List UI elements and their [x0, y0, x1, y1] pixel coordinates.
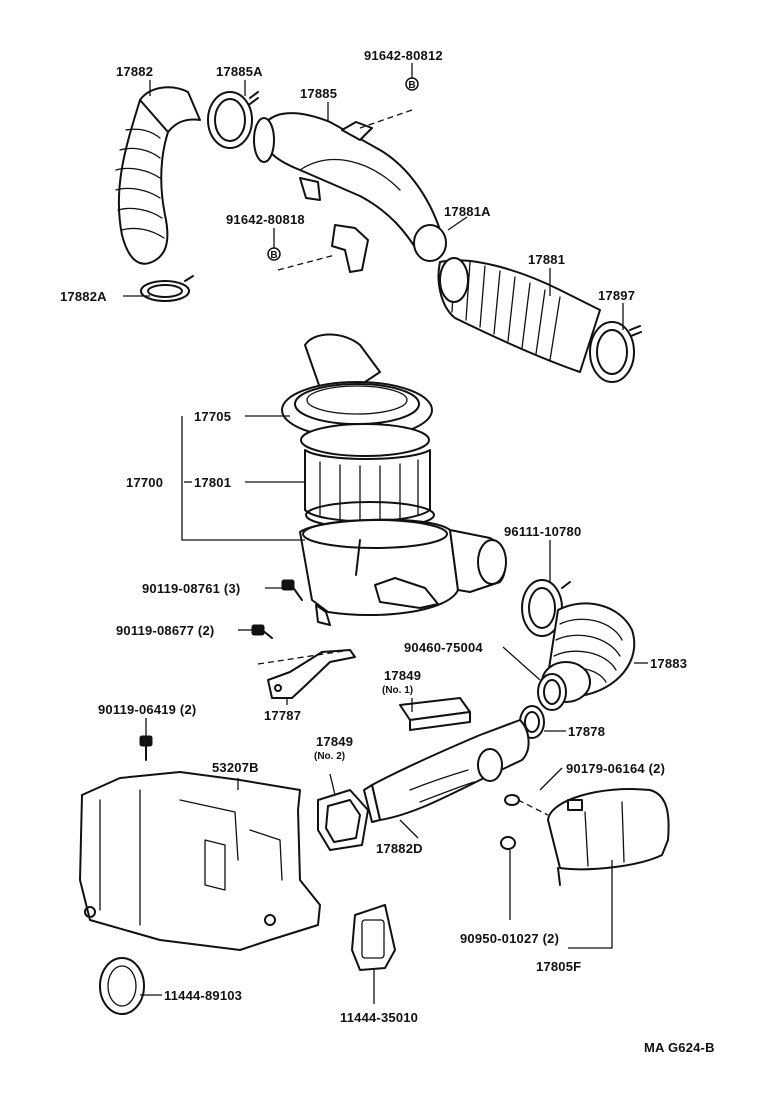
dash-ref-bracket [257, 649, 351, 665]
part-17787-bracket [267, 649, 356, 699]
part-96111-10780-clamp [521, 579, 571, 637]
part-90460-75004-clamp [537, 673, 567, 711]
part-17882d-duct [363, 719, 530, 823]
bolt-90119-08677 [251, 624, 273, 639]
label-90119-08677: 90119-08677 (2) [116, 623, 214, 638]
part-17801-element [300, 423, 435, 529]
label-90460-75004: 90460-75004 [404, 640, 483, 655]
svg-text:B: B [408, 80, 415, 91]
label-96111-10780: 96111-10780 [504, 524, 581, 539]
label-17881: 17881 [528, 252, 565, 267]
part-17897-clamp [589, 321, 642, 383]
part-17882a-clamp [140, 275, 194, 302]
label-17897: 17897 [598, 288, 635, 303]
part-air-cleaner-case [299, 518, 507, 626]
label-17849-no2: 17849 [316, 734, 353, 749]
label-17849-no1-sub: (No. 1) [382, 685, 413, 696]
ref-marker-b-top: B [405, 77, 419, 91]
label-17882a: 17882A [60, 289, 107, 304]
grommet-90179-06164 [504, 794, 520, 806]
part-17705-cap [281, 333, 433, 439]
label-90119-06419: 90119-06419 (2) [98, 702, 196, 717]
label-90950-01027: 90950-01027 (2) [460, 931, 559, 946]
label-17700: 17700 [126, 475, 163, 490]
label-17878: 17878 [568, 724, 605, 739]
part-17885a-clamp [207, 91, 259, 149]
bolt-90119-06419 [139, 735, 153, 761]
part-17849-no2-seal [317, 789, 369, 851]
leader-lines [123, 63, 648, 1004]
label-17882: 17882 [116, 64, 153, 79]
ref-marker-b-mid: B [267, 247, 281, 261]
label-90179-06164: 90179-06164 (2) [566, 761, 665, 776]
part-17849-no1-pad [399, 697, 471, 731]
bolt-90119-08761 [281, 579, 303, 601]
label-17787: 17787 [264, 708, 301, 723]
grommet-90950-01027 [500, 836, 516, 850]
label-11444-89103: 11444-89103 [164, 988, 242, 1003]
label-91642-80812: 91642-80812 [364, 48, 443, 63]
label-17882d: 17882D [376, 841, 423, 856]
label-91642-80818: 91642-80818 [226, 212, 305, 227]
label-90119-08761: 90119-08761 (3) [142, 581, 240, 596]
label-17849-no2-sub: (No. 2) [314, 751, 345, 762]
figure-code: MA G624-B [644, 1040, 715, 1055]
label-17883: 17883 [650, 656, 687, 671]
dash-ref-80812 [359, 109, 413, 129]
part-11444-35010-cover [351, 904, 396, 971]
part-17882-hose [115, 86, 201, 265]
label-53207b: 53207B [212, 760, 259, 775]
part-17885-duct [253, 112, 447, 273]
label-17801: 17801 [194, 475, 231, 490]
part-17805f-resonator [547, 788, 670, 886]
svg-text:B: B [270, 250, 277, 261]
part-17881-hose [437, 257, 601, 373]
label-17849-no1: 17849 [384, 668, 421, 683]
part-53207b-shield [79, 771, 321, 951]
label-17885: 17885 [300, 86, 337, 101]
part-11444-89103-plug [99, 957, 145, 1015]
label-17881a: 17881A [444, 204, 491, 219]
label-17705: 17705 [194, 409, 231, 424]
label-11444-35010: 11444-35010 [340, 1010, 418, 1025]
label-17805f: 17805F [536, 959, 581, 974]
dash-ref-80818 [277, 254, 336, 271]
label-17885a: 17885A [216, 64, 263, 79]
dash-ref-resonator [517, 799, 549, 816]
